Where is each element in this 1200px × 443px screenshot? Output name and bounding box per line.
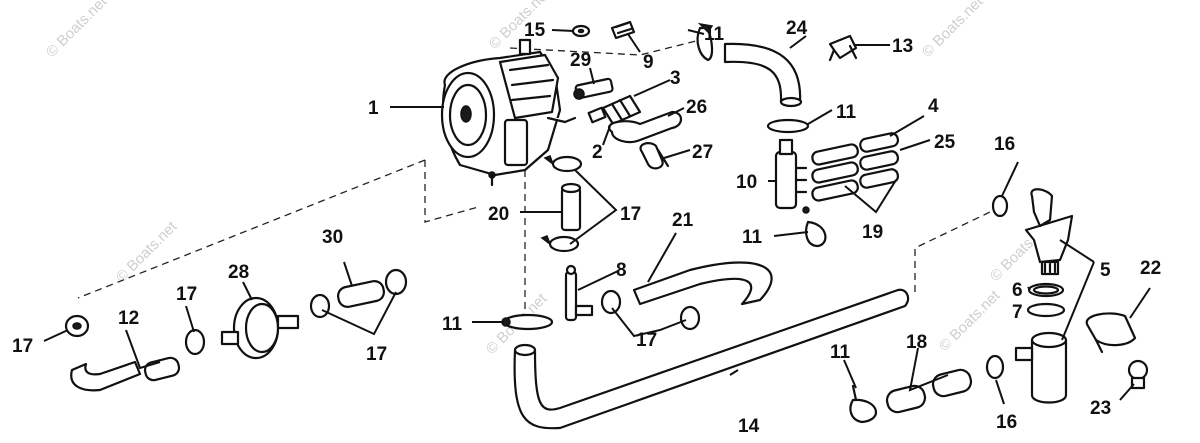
callout-11: 11 xyxy=(704,24,725,45)
spring-clamp-part xyxy=(696,22,714,62)
mounting-bracket-part xyxy=(1085,312,1137,354)
long-fuel-hose-part xyxy=(513,288,910,430)
hose-clamp-part xyxy=(64,314,90,338)
callout-18: 18 xyxy=(906,332,927,353)
washer-part xyxy=(571,24,591,38)
hose-clamp-part xyxy=(309,293,331,319)
callout-24: 24 xyxy=(786,18,808,39)
spring-clamp-part xyxy=(805,220,827,248)
callout-11: 11 xyxy=(742,227,763,248)
bracket-part xyxy=(828,34,858,62)
callout-17: 17 xyxy=(12,336,33,357)
callout-23: 23 xyxy=(1090,398,1111,419)
callout-6: 6 xyxy=(1012,280,1023,301)
callout-12: 12 xyxy=(118,308,139,329)
fuel-connector-part xyxy=(774,138,810,214)
dashed-assembly-lines xyxy=(77,39,991,320)
callout-25: 25 xyxy=(934,132,956,153)
callout-11: 11 xyxy=(442,314,463,335)
callout-15: 15 xyxy=(524,20,546,41)
callout-10: 10 xyxy=(736,172,757,193)
callout-26: 26 xyxy=(686,97,707,118)
callout-11: 11 xyxy=(836,102,857,123)
callout-5: 5 xyxy=(1100,260,1111,281)
hose-clamp-part xyxy=(679,305,701,331)
callout-3: 3 xyxy=(670,68,681,89)
callout-11: 11 xyxy=(830,342,851,363)
watermark: © Boats.net xyxy=(113,218,181,286)
elbow-hose-part xyxy=(70,356,181,392)
callout-9: 9 xyxy=(643,52,654,73)
spring-clamp-part xyxy=(766,118,810,134)
callout-29: 29 xyxy=(570,50,591,71)
callout-17: 17 xyxy=(176,284,197,305)
hose-clamp-part xyxy=(985,354,1005,380)
callout-numbers: 1 15 9 11 24 13 29 3 26 2 27 11 4 25 10 … xyxy=(12,18,1161,437)
o-ring-part xyxy=(1027,282,1065,298)
filter-bowl-part xyxy=(1014,331,1068,404)
hose-clamp-part xyxy=(991,194,1009,218)
check-valve-part xyxy=(587,94,642,126)
callout-7: 7 xyxy=(1012,302,1023,323)
spring-clamp-part xyxy=(849,384,878,424)
bolt-part xyxy=(1127,359,1149,390)
clip-part xyxy=(608,110,683,144)
hose-clamp-part xyxy=(384,268,408,296)
fuel-pump-part xyxy=(440,38,577,187)
callout-4: 4 xyxy=(928,96,939,117)
callout-17: 17 xyxy=(636,330,657,351)
callout-16: 16 xyxy=(996,412,1017,433)
clamp-part xyxy=(639,142,670,170)
watermark: © Boats.net xyxy=(43,0,111,61)
callout-1: 1 xyxy=(368,98,379,119)
callout-28: 28 xyxy=(228,262,249,283)
callout-21: 21 xyxy=(672,210,694,231)
watermark: © Boats.net xyxy=(936,287,1004,355)
tee-fitting-part xyxy=(564,264,594,322)
hose-clamp-part xyxy=(184,328,206,356)
hose-segment-part xyxy=(336,280,386,308)
fuel-line-set-part xyxy=(811,132,900,202)
hose-clamp-part xyxy=(540,235,580,253)
leader-lines xyxy=(43,29,1151,405)
spring-clamp-part xyxy=(501,313,554,331)
callout-17: 17 xyxy=(620,204,641,225)
callout-19: 19 xyxy=(862,222,883,243)
watermark: © Boats.net xyxy=(919,0,987,61)
callout-2: 2 xyxy=(592,142,603,163)
fuel-filter-part xyxy=(1024,188,1074,276)
inline-filter-part xyxy=(220,296,300,360)
hose-clamp-part xyxy=(600,289,622,315)
callout-16: 16 xyxy=(994,134,1015,155)
callout-17: 17 xyxy=(366,344,387,365)
callout-8: 8 xyxy=(616,260,627,281)
elbow-hose-part xyxy=(723,42,803,108)
callout-30: 30 xyxy=(322,227,343,248)
o-ring-part xyxy=(1026,302,1066,318)
callout-27: 27 xyxy=(692,142,713,163)
hose-segment-part xyxy=(885,368,973,414)
callout-22: 22 xyxy=(1140,258,1161,279)
hose-segment-part xyxy=(560,182,582,232)
callout-14: 14 xyxy=(738,416,760,437)
callout-20: 20 xyxy=(488,204,509,225)
hose-clamp-part xyxy=(543,155,583,173)
u-hose-part xyxy=(632,261,773,306)
callout-13: 13 xyxy=(892,36,913,57)
screw-part xyxy=(610,20,636,40)
